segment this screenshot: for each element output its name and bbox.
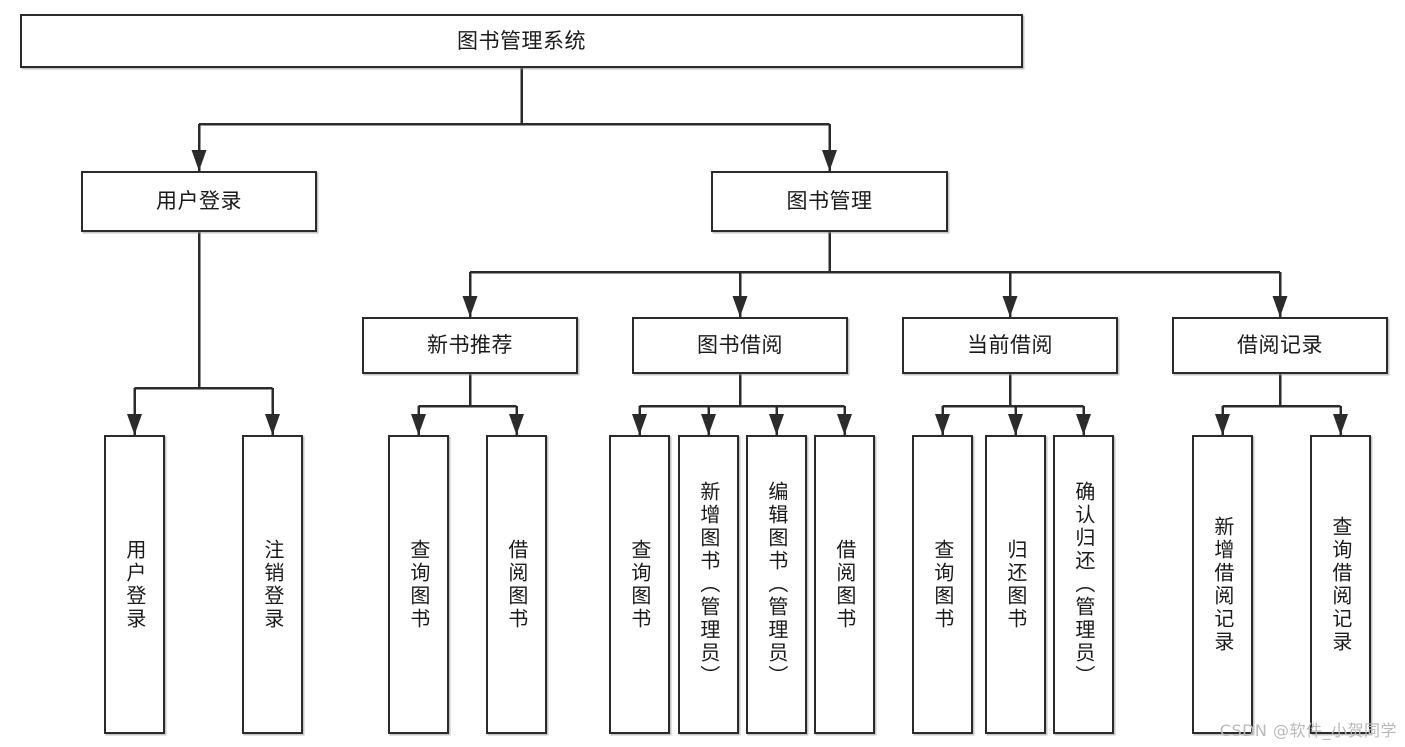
arrow-head-book-borrow <box>732 296 748 317</box>
arrow-head-current-borrow <box>1002 296 1018 317</box>
arrow-head-leaf-query-book-1 <box>411 414 426 435</box>
node-borrow-record[interactable]: 借阅记录 <box>1172 317 1388 374</box>
node-user-login[interactable]: 用户登录 <box>81 171 317 232</box>
arrow-head-book-manage <box>822 150 837 171</box>
node-label-root: 图书管理系统 <box>457 28 586 53</box>
node-label-leaf-borrow-book-1: 借阅图书 <box>504 538 529 631</box>
node-leaf-user-login[interactable]: 用户登录 <box>104 435 165 734</box>
node-leaf-return-book[interactable]: 归还图书 <box>985 435 1046 734</box>
node-label-leaf-query-book-2: 查询图书 <box>627 538 652 631</box>
arrow-head-borrow-record <box>1272 296 1288 317</box>
node-label-leaf-add-record: 新增借阅记录 <box>1210 515 1235 654</box>
node-root[interactable]: 图书管理系统 <box>20 14 1023 68</box>
node-leaf-query-record[interactable]: 查询借阅记录 <box>1310 435 1371 734</box>
node-leaf-edit-book[interactable]: 编辑图书（管理员） <box>746 435 807 734</box>
arrow-head-leaf-edit-book <box>769 414 784 435</box>
node-label-new-book-recommend: 新书推荐 <box>427 333 513 358</box>
arrow-head-user-login <box>191 150 207 171</box>
node-leaf-query-book-3[interactable]: 查询图书 <box>912 435 973 734</box>
arrow-head-leaf-query-book-2 <box>632 414 647 435</box>
node-label-leaf-add-book: 新增图书（管理员） <box>696 481 721 688</box>
node-new-book-recommend[interactable]: 新书推荐 <box>362 317 578 374</box>
node-book-manage[interactable]: 图书管理 <box>711 171 948 232</box>
arrow-head-leaf-return-book <box>1008 414 1023 435</box>
arrow-head-leaf-borrow-book-1 <box>509 414 524 435</box>
node-leaf-query-book-2[interactable]: 查询图书 <box>609 435 670 734</box>
node-leaf-confirm-return[interactable]: 确认归还（管理员） <box>1053 435 1114 734</box>
arrow-head-leaf-borrow-book-2 <box>837 414 852 435</box>
arrow-head-leaf-add-book <box>701 414 716 435</box>
node-current-borrow[interactable]: 当前借阅 <box>902 317 1118 374</box>
arrow-head-leaf-user-login <box>127 414 142 435</box>
node-label-borrow-record: 借阅记录 <box>1237 333 1323 358</box>
arrow-head-leaf-logout-login <box>265 414 280 435</box>
node-leaf-query-book-1[interactable]: 查询图书 <box>388 435 449 734</box>
node-label-book-manage: 图书管理 <box>786 189 873 214</box>
node-label-user-login: 用户登录 <box>156 189 242 214</box>
arrow-head-leaf-query-book-3 <box>935 414 950 435</box>
node-leaf-add-record[interactable]: 新增借阅记录 <box>1192 435 1253 734</box>
node-label-current-borrow: 当前借阅 <box>967 333 1053 358</box>
node-label-leaf-return-book: 归还图书 <box>1003 538 1028 631</box>
node-label-leaf-borrow-book-2: 借阅图书 <box>832 538 857 631</box>
arrow-head-leaf-confirm-return <box>1076 414 1091 435</box>
node-book-borrow[interactable]: 图书借阅 <box>632 317 848 374</box>
node-label-book-borrow: 图书借阅 <box>697 333 783 358</box>
node-label-leaf-query-record: 查询借阅记录 <box>1328 515 1353 654</box>
node-leaf-borrow-book-1[interactable]: 借阅图书 <box>486 435 547 734</box>
node-leaf-borrow-book-2[interactable]: 借阅图书 <box>814 435 875 734</box>
node-leaf-add-book[interactable]: 新增图书（管理员） <box>678 435 739 734</box>
arrow-head-leaf-query-record <box>1333 414 1348 435</box>
arrow-head-leaf-add-record <box>1215 414 1230 435</box>
node-label-leaf-edit-book: 编辑图书（管理员） <box>764 481 789 688</box>
node-label-leaf-query-book-3: 查询图书 <box>930 538 955 631</box>
node-label-leaf-query-book-1: 查询图书 <box>406 538 431 631</box>
node-leaf-logout-login[interactable]: 注销登录 <box>242 435 303 734</box>
node-label-leaf-logout-login: 注销登录 <box>260 538 285 631</box>
arrow-head-new-book-recommend <box>462 296 478 317</box>
node-label-leaf-confirm-return: 确认归还（管理员） <box>1071 481 1096 688</box>
node-label-leaf-user-login: 用户登录 <box>122 538 147 631</box>
